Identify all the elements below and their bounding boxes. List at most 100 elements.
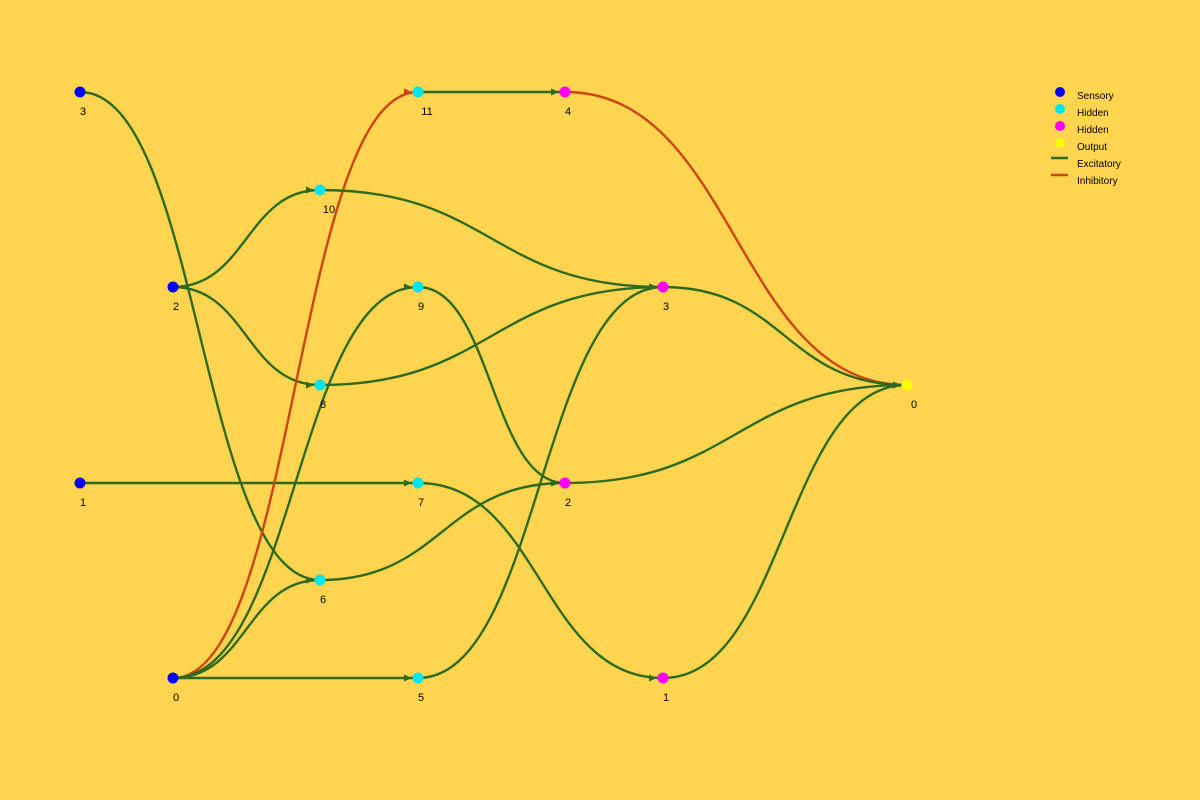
node-dot bbox=[412, 281, 424, 293]
node-hidden_b-3: 3 bbox=[657, 281, 669, 313]
node-label: 1 bbox=[80, 497, 86, 509]
edge-arrowhead bbox=[404, 479, 412, 487]
node-dot bbox=[657, 672, 669, 684]
edge-line bbox=[416, 285, 567, 485]
node-hidden_a-9: 9 bbox=[412, 281, 424, 313]
node-dot bbox=[314, 574, 326, 586]
edge-line bbox=[318, 481, 567, 582]
legend: SensoryHiddenHiddenOutputExcitatoryInhib… bbox=[1051, 87, 1121, 187]
legend-label: Excitatory bbox=[1077, 159, 1121, 170]
edge-s2-h10 bbox=[171, 186, 322, 289]
edge-line bbox=[171, 578, 322, 680]
edge-s0-h11 bbox=[171, 88, 420, 680]
edge-s0-h6 bbox=[171, 576, 322, 680]
node-label: 11 bbox=[421, 106, 432, 118]
edge-line bbox=[171, 188, 322, 289]
edge-arrowhead bbox=[404, 88, 412, 96]
edge-s0-h5 bbox=[171, 674, 420, 682]
node-label: 7 bbox=[418, 497, 424, 509]
node-hidden_a-6: 6 bbox=[314, 574, 326, 606]
node-label: 0 bbox=[173, 692, 179, 704]
node-sensory-2: 2 bbox=[167, 281, 179, 313]
edge-h6-m2 bbox=[318, 479, 567, 582]
edge-m2-o0 bbox=[563, 381, 909, 485]
node-dot bbox=[74, 86, 86, 98]
edge-s0-h9 bbox=[171, 283, 420, 680]
node-hidden_b-2: 2 bbox=[559, 477, 571, 509]
node-sensory-0: 0 bbox=[167, 672, 179, 704]
edge-line bbox=[563, 383, 909, 485]
legend-label: Sensory bbox=[1077, 91, 1114, 102]
node-label: 3 bbox=[80, 106, 86, 118]
legend-swatch bbox=[1055, 87, 1065, 97]
node-dot bbox=[412, 477, 424, 489]
edge-h7-m1 bbox=[416, 481, 665, 682]
legend-swatch bbox=[1055, 104, 1065, 114]
edge-line bbox=[416, 285, 665, 680]
legend-label: Inhibitory bbox=[1077, 176, 1118, 187]
node-label: 10 bbox=[323, 204, 335, 216]
node-dot bbox=[167, 672, 179, 684]
edge-line bbox=[661, 285, 909, 387]
node-dot bbox=[559, 86, 571, 98]
edge-arrowhead bbox=[404, 674, 412, 682]
legend-item-hidden: Hidden bbox=[1055, 104, 1109, 119]
edge-line bbox=[171, 285, 420, 680]
node-dot bbox=[314, 184, 326, 196]
node-label: 4 bbox=[565, 106, 571, 118]
node-sensory-3: 3 bbox=[74, 86, 86, 118]
edge-m3-o0 bbox=[661, 285, 909, 389]
edge-arrowhead bbox=[649, 283, 657, 291]
edge-s3-h6 bbox=[78, 90, 322, 584]
legend-label: Hidden bbox=[1077, 125, 1109, 136]
node-hidden_b-1: 1 bbox=[657, 672, 669, 704]
edge-arrowhead bbox=[551, 88, 559, 96]
node-label: 2 bbox=[565, 497, 571, 509]
edge-line bbox=[78, 90, 322, 582]
edge-line bbox=[661, 383, 909, 680]
edge-arrowhead bbox=[306, 381, 314, 389]
edge-line bbox=[318, 285, 665, 387]
edge-m1-o0 bbox=[661, 381, 909, 680]
edge-line bbox=[563, 90, 909, 387]
legend-label: Hidden bbox=[1077, 108, 1109, 119]
node-hidden_a-8: 8 bbox=[314, 379, 326, 411]
edge-arrowhead bbox=[306, 576, 314, 584]
edge-arrowhead bbox=[893, 381, 901, 389]
edge-s1-h7 bbox=[78, 479, 420, 487]
node-label: 3 bbox=[663, 301, 669, 313]
edge-line bbox=[318, 188, 665, 289]
legend-item-excitatory: Excitatory bbox=[1051, 156, 1121, 170]
edge-h11-m4 bbox=[416, 88, 567, 96]
node-dot bbox=[167, 281, 179, 293]
legend-item-inhibitory: Inhibitory bbox=[1051, 173, 1118, 187]
node-hidden_b-4: 4 bbox=[559, 86, 571, 118]
edge-arrowhead bbox=[551, 479, 559, 487]
edge-arrowhead bbox=[306, 186, 314, 194]
node-label: 8 bbox=[320, 399, 326, 411]
node-label: 0 bbox=[911, 399, 917, 411]
node-label: 2 bbox=[173, 301, 179, 313]
edge-h10-m3 bbox=[318, 188, 665, 291]
legend-item-output: Output bbox=[1055, 138, 1107, 153]
node-dot bbox=[657, 281, 669, 293]
edge-h5-m3 bbox=[416, 283, 665, 680]
node-label: 1 bbox=[663, 692, 669, 704]
edge-line bbox=[171, 90, 420, 680]
node-dot bbox=[74, 477, 86, 489]
node-dot bbox=[412, 86, 424, 98]
edge-arrowhead bbox=[649, 674, 657, 682]
edges-layer bbox=[78, 88, 909, 682]
edge-m4-o0 bbox=[563, 90, 909, 389]
node-label: 9 bbox=[418, 301, 424, 313]
legend-swatch bbox=[1055, 121, 1065, 131]
node-label: 5 bbox=[418, 692, 424, 704]
edge-h9-m2 bbox=[416, 285, 567, 487]
node-hidden_a-11: 11 bbox=[412, 86, 433, 118]
legend-item-sensory: Sensory bbox=[1055, 87, 1114, 102]
node-sensory-1: 1 bbox=[74, 477, 86, 509]
legend-item-hidden: Hidden bbox=[1055, 121, 1109, 136]
